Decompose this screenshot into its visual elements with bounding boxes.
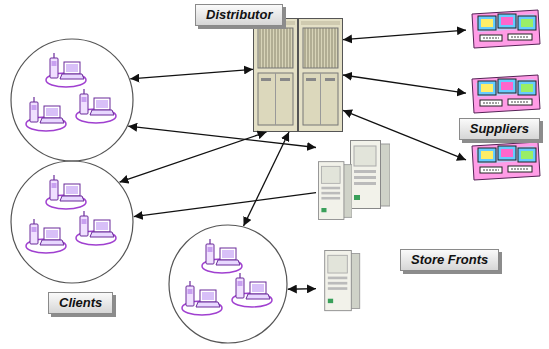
connector-arrow [134,193,316,217]
circle-outline [10,38,134,162]
connector-arrow [244,132,289,226]
connector-arrow [130,69,253,78]
group-label: Distributor [195,4,283,26]
client-circle [10,160,134,284]
circle-outline [168,224,288,344]
client-circle-outline [11,39,133,161]
client-circle-outline [169,225,287,343]
connector-arrow [128,126,316,147]
group-label: Suppliers [459,118,540,140]
circle-outline [10,160,134,284]
connector-arrow [343,110,466,160]
connector-arrow [288,288,316,290]
group-label: Clients [48,292,113,314]
connector-arrow [343,75,466,93]
distributor-server: Distributor [253,18,343,132]
supplier-group: Suppliers [466,6,544,184]
group-label: Store Fronts [400,249,499,271]
client-circle-outline [11,161,133,283]
connector-arrow [343,30,466,40]
client-circle [168,224,288,344]
client-circle [10,38,134,162]
store-front-group: Store Fronts [316,133,392,314]
